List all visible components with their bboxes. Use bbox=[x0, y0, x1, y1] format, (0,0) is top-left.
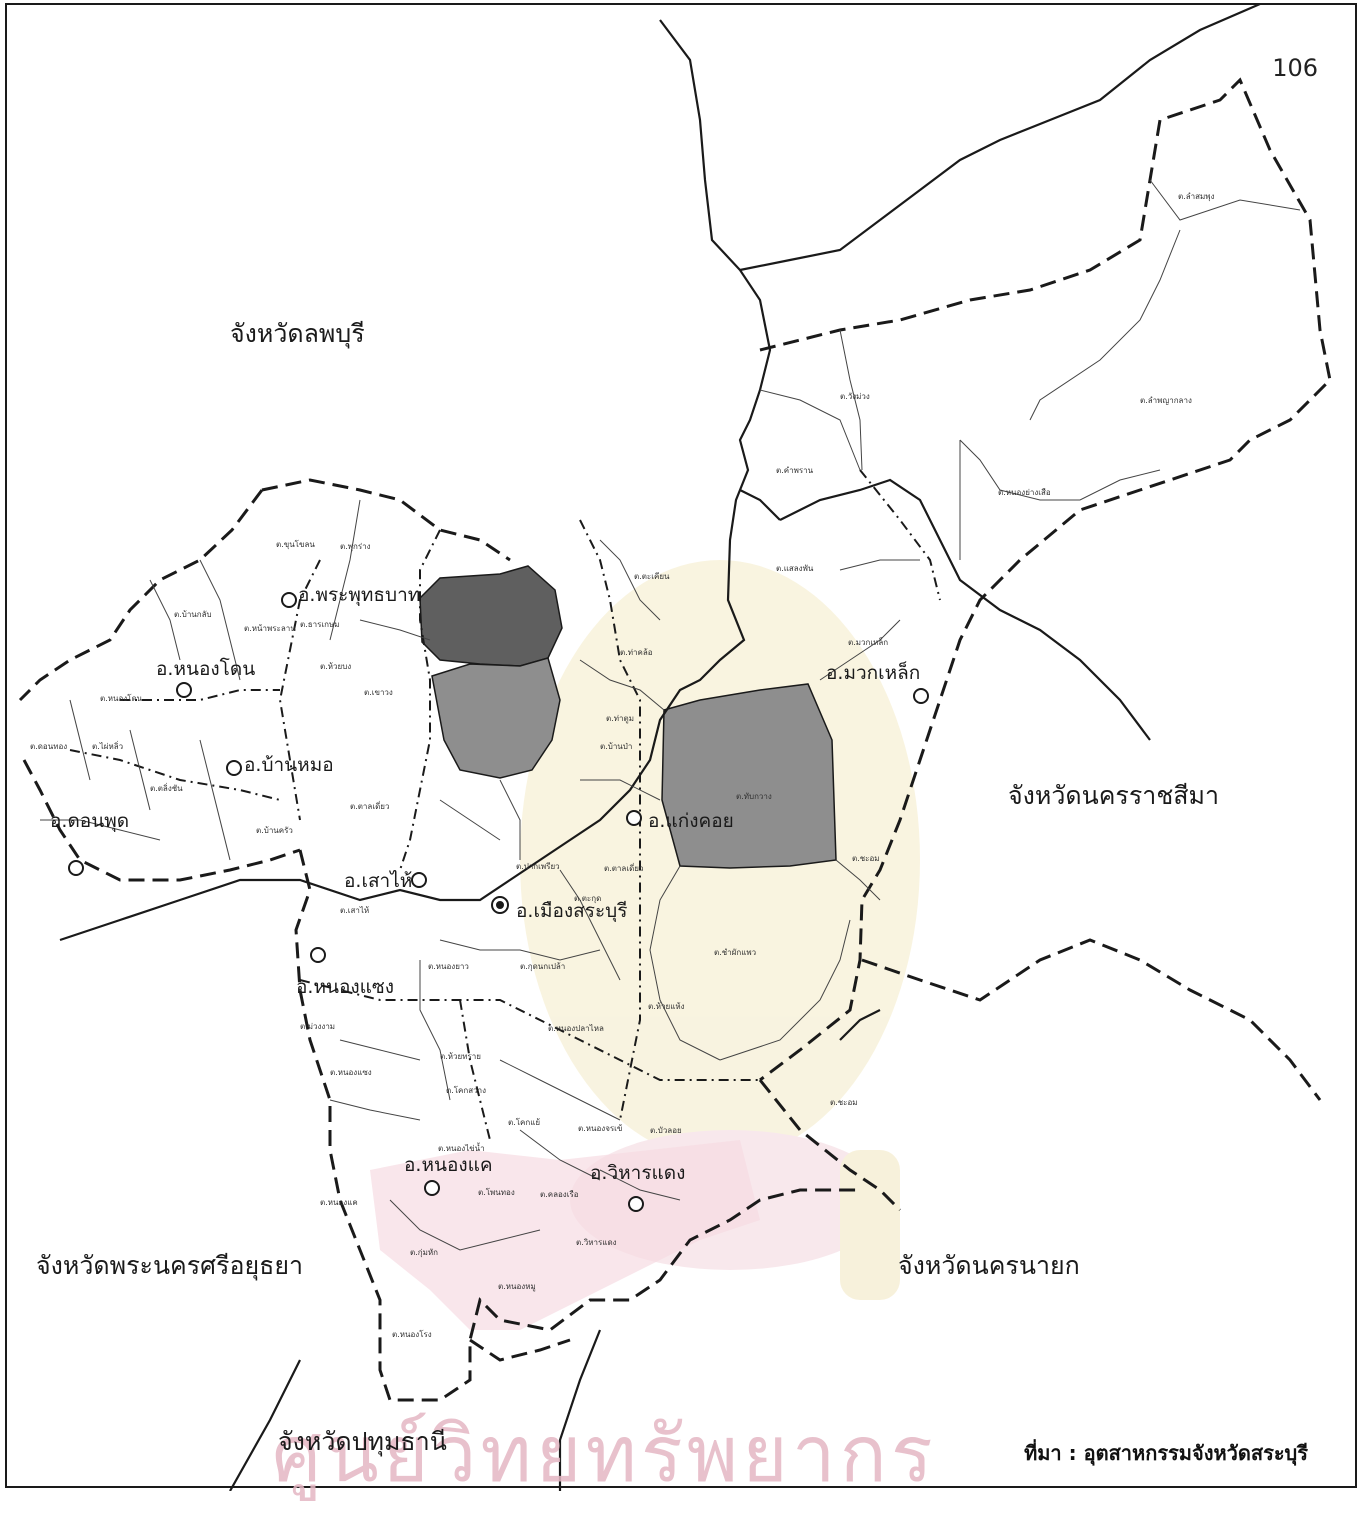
marker-phra-phutthabat bbox=[281, 592, 297, 608]
subdistrict-label: ต.บ้านกลับ bbox=[174, 610, 212, 619]
marker-nong-khae bbox=[424, 1180, 440, 1196]
subdistrict-label: ต.หนองโรง bbox=[392, 1330, 432, 1339]
subdistrict-shade-dark bbox=[419, 565, 563, 667]
subdistrict-label: ต.หนองยาว bbox=[428, 962, 469, 971]
subdistrict-label: ต.หนองจรเข้ bbox=[578, 1124, 623, 1133]
subdistrict-label: ต.กุ่มหัก bbox=[410, 1248, 438, 1257]
subdistrict-label: ต.หนองแซง bbox=[330, 1068, 372, 1077]
subdistrict-label: ต.ชะอม bbox=[830, 1098, 858, 1107]
subdistrict-label: ต.ธารเกษม bbox=[300, 620, 340, 629]
subdistrict-label: ต.โพนทอง bbox=[478, 1188, 515, 1197]
subdistrict-label: ต.มวกเหล็ก bbox=[848, 638, 889, 647]
subdistrict-label: ต.หน้าพระลาน bbox=[244, 624, 296, 633]
district-label-muak-lek: อ.มวกเหล็ก bbox=[826, 662, 921, 684]
subdistrict-label: ต.ตาลเดี่ยว bbox=[350, 802, 390, 811]
province-label-nakhon-nayok: จังหวัดนครนายก bbox=[898, 1251, 1080, 1280]
subdistrict-label: ต.ตะเคียน bbox=[634, 572, 670, 581]
marker-don-phut bbox=[68, 860, 84, 876]
subdistrict-label: ต.โคกสว่าง bbox=[446, 1086, 487, 1095]
district-label-mueang-saraburi: อ.เมืองสระบุรี bbox=[516, 900, 628, 922]
subdistrict-label: ต.ท่าคล้อ bbox=[620, 648, 653, 657]
district-label-nong-khae: อ.หนองแค bbox=[404, 1154, 493, 1176]
subdistrict-label: ต.หนองหมู bbox=[498, 1282, 536, 1291]
district-label-kaeng-khoi: อ.แก่งคอย bbox=[648, 810, 734, 832]
marker-nong-saeng bbox=[310, 947, 326, 963]
subdistrict-label: ต.ดอนทอง bbox=[30, 742, 68, 751]
district-label-wihan-daeng: อ.วิหารแดง bbox=[590, 1162, 686, 1184]
subdistrict-label: ต.หนองปลาไหล bbox=[548, 1024, 604, 1033]
subdistrict-label: ต.เขาวง bbox=[364, 688, 393, 697]
southern-shaded-region bbox=[370, 1140, 760, 1330]
province-label-nakhon-ratchasima: จังหวัดนครราชสีมา bbox=[1008, 781, 1220, 810]
watermark-text: ศูนย์วิทยทรัพยากร bbox=[272, 1410, 937, 1500]
page-number: 106 bbox=[1272, 54, 1318, 82]
marker-muak-lek bbox=[913, 688, 929, 704]
subdistrict-label: ต.ม่วงงาม bbox=[300, 1022, 336, 1031]
province-label-pathum-thani: จังหวัดปทุมธานี bbox=[278, 1427, 447, 1456]
district-label-phra-phutthabat: อ.พระพุทธบาท bbox=[298, 584, 421, 606]
marker-ban-mo bbox=[226, 760, 242, 776]
subdistrict-label: ต.ชะอม bbox=[852, 854, 880, 863]
marker-mueang-saraburi-inner bbox=[496, 901, 504, 909]
province-boundaries bbox=[18, 77, 1332, 1402]
subdistrict-label: ต.คำพราน bbox=[776, 466, 814, 475]
subdistrict-label: ต.หนองย่างเสือ bbox=[998, 488, 1051, 497]
district-boundaries bbox=[69, 469, 941, 1141]
subdistrict-label: ต.ตะกุด bbox=[574, 894, 602, 903]
subdistrict-boundaries bbox=[40, 179, 1301, 1251]
subdistrict-label: ต.หนองไข่น้ำ bbox=[438, 1144, 485, 1153]
subdistrict-label: ต.พุกร่าง bbox=[340, 542, 371, 551]
subdistrict-label: ต.ปากเพรียว bbox=[516, 862, 560, 871]
province-label-lopburi: จังหวัดลพบุรี bbox=[230, 319, 365, 348]
source-note: ที่มา : อุตสาหกรรมจังหวัดสระบุรี bbox=[1024, 1441, 1308, 1465]
subdistrict-label: ต.เสาไห้ bbox=[340, 906, 370, 915]
district-label-ban-mo: อ.บ้านหมอ bbox=[244, 754, 334, 776]
subdistrict-label: ต.ทับกวาง bbox=[736, 792, 772, 801]
rivers bbox=[59, 2, 1261, 1491]
subdistrict-label: ต.แสลงพัน bbox=[776, 564, 814, 573]
marker-nong-don bbox=[176, 682, 192, 698]
subdistrict-label: ต.ชำผักแพว bbox=[714, 948, 757, 957]
subdistrict-label: ต.ขุนโขลน bbox=[276, 540, 315, 549]
subdistrict-label: ต.ห้วยแห้ง bbox=[648, 1002, 685, 1011]
subdistrict-label: ต.วังม่วง bbox=[840, 392, 870, 401]
subdistrict-label: ต.ลำสมพุง bbox=[1178, 192, 1215, 201]
subdistrict-label: ต.ห้วยทราย bbox=[440, 1052, 481, 1061]
map-frame bbox=[5, 3, 1357, 1488]
subdistrict-label: ต.หนองโดน bbox=[100, 694, 143, 703]
subdistrict-label: ต.กุดนกเปล้า bbox=[520, 962, 566, 971]
subdistrict-label: ต.ตาลเดี่ยว bbox=[604, 864, 644, 873]
subdistrict-label: ต.คลองเรือ bbox=[540, 1190, 579, 1199]
district-label-nong-don: อ.หนองโดน bbox=[156, 658, 256, 680]
province-label-ayutthaya: จังหวัดพระนครศรีอยุธยา bbox=[36, 1251, 304, 1280]
subdistrict-label: ต.ตลิ่งชัน bbox=[150, 784, 183, 793]
subdistrict-label: ต.ลำพญากลาง bbox=[1140, 396, 1192, 405]
subdistrict-shade-mid-north bbox=[431, 657, 561, 779]
district-label-nong-saeng: อ.หนองแซง bbox=[296, 976, 395, 998]
subdistrict-shade-mid-east bbox=[661, 683, 837, 869]
marker-wihan-daeng bbox=[628, 1196, 644, 1212]
subdistrict-label: ต.ไผ่หลิ่ว bbox=[92, 742, 124, 751]
subdistrict-label: ต.โคกแย้ bbox=[508, 1118, 541, 1127]
subdistrict-label: ต.บ้านครัว bbox=[256, 826, 293, 835]
subdistrict-label: ต.วิหารแดง bbox=[576, 1238, 617, 1247]
district-label-sao-hai: อ.เสาไห้ bbox=[344, 870, 413, 892]
district-markers bbox=[68, 592, 929, 1212]
marker-kaeng-khoi bbox=[626, 810, 642, 826]
subdistrict-label: ต.ท่าตูม bbox=[606, 714, 634, 723]
subdistrict-label: ต.บ้านป่า bbox=[600, 742, 633, 751]
subdistrict-label: ต.บัวลอย bbox=[650, 1126, 682, 1135]
subdistrict-label: ต.หนองแค bbox=[320, 1198, 358, 1207]
district-label-don-phut: อ.ดอนพุด bbox=[50, 810, 130, 832]
marker-sao-hai bbox=[411, 872, 427, 888]
subdistrict-label: ต.ห้วยบง bbox=[320, 662, 352, 671]
